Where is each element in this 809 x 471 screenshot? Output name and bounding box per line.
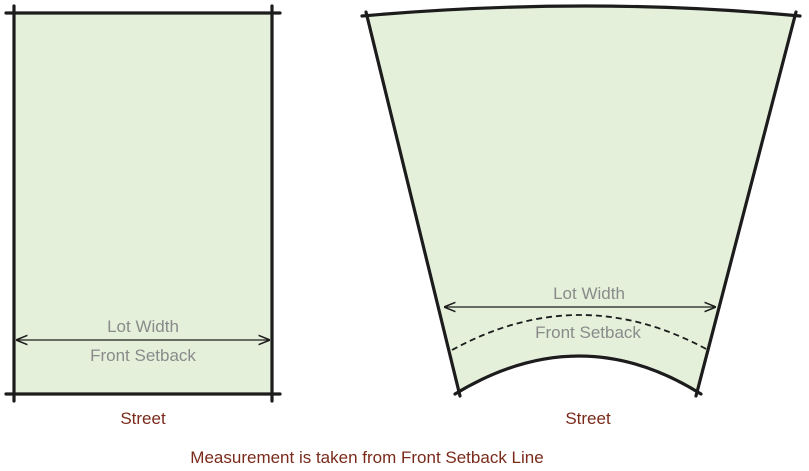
curved-lot-left-line: [364, 10, 462, 398]
diagram-caption: Measurement is taken from Front Setback …: [190, 448, 543, 467]
curved-lot-street-label: Street: [565, 409, 611, 428]
curved-lot-setback-line: [451, 314, 709, 351]
curved-lot-right-line: [694, 10, 798, 398]
rectangular-lot: Lot Width Front Setback Street: [4, 4, 282, 428]
rectangular-lot-setback-label: Front Setback: [90, 346, 196, 365]
rectangular-lot-area: [14, 13, 272, 394]
curved-lot-setback-label: Front Setback: [535, 323, 641, 342]
rectangular-lot-street-label: Street: [120, 409, 166, 428]
curved-lot-street-line: [453, 354, 703, 396]
curved-lot: Lot Width Front Setback Street: [360, 4, 802, 428]
curved-lot-width-label: Lot Width: [553, 284, 625, 303]
curved-lot-rear-line: [360, 4, 802, 18]
curved-lot-area: [366, 6, 796, 390]
rectangular-lot-width-label: Lot Width: [107, 317, 179, 336]
